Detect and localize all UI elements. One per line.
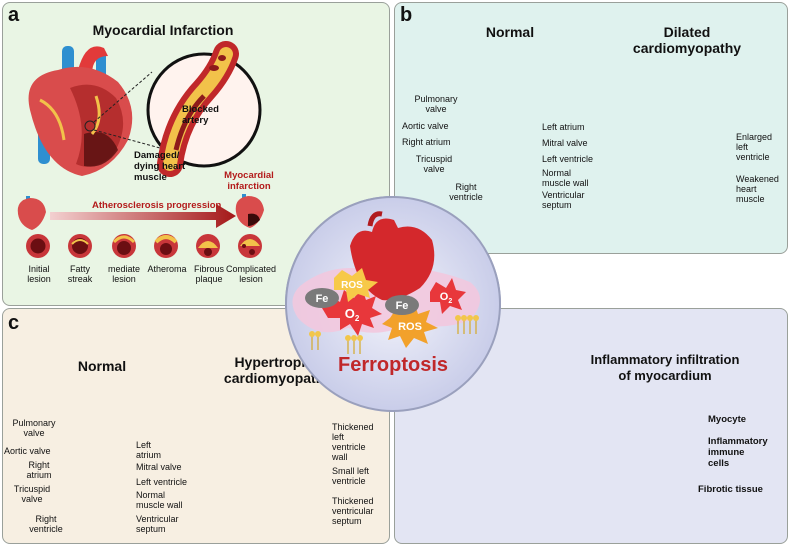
- progression-label: Atherosclerosis progression: [92, 200, 222, 211]
- stage-label: Atheroma: [147, 264, 187, 274]
- c-mitral-label: Mitral valve: [136, 462, 182, 472]
- blocked-artery-label: Blocked artery: [182, 104, 219, 126]
- lesion-fibrous: [196, 234, 220, 258]
- panel-a-letter: a: [8, 4, 20, 26]
- panel-d-letter: d: [400, 312, 413, 334]
- myocyte-label: Myocyte: [708, 414, 747, 425]
- lesion-fatty: [68, 234, 92, 258]
- panel-c-letter: c: [8, 312, 20, 334]
- c-lv-label: Left ventricle: [136, 477, 188, 487]
- panel-d: [394, 308, 788, 544]
- b-mitral-label: Mitral valve: [542, 138, 588, 148]
- c-aortic-label: Aortic valve: [4, 446, 51, 456]
- lesion-mediate: [112, 234, 136, 258]
- blocked-artery-zoom: [146, 41, 262, 177]
- panel-b-normal-title: Normal: [485, 24, 535, 40]
- b-aortic-label: Aortic valve: [402, 121, 449, 131]
- small-heart-initial: [17, 196, 46, 230]
- panel-a-title: Myocardial Infarction: [92, 22, 234, 38]
- mi-heart-illustration: [28, 46, 133, 176]
- b-lv-label: Left ventricle: [542, 154, 594, 164]
- panel-b-letter: b: [400, 4, 413, 26]
- b-right-atrium-label: Right atrium: [402, 137, 451, 147]
- fibrotic-label: Fibrotic tissue: [698, 484, 763, 495]
- panel-c-normal-title: Normal: [77, 358, 127, 374]
- lesion-complicated: [238, 234, 262, 258]
- lesion-initial: [26, 234, 50, 258]
- b-left-atrium-label: Left atrium: [542, 122, 585, 132]
- lesion-atheroma: [154, 234, 178, 258]
- small-heart-infarction: [235, 194, 264, 228]
